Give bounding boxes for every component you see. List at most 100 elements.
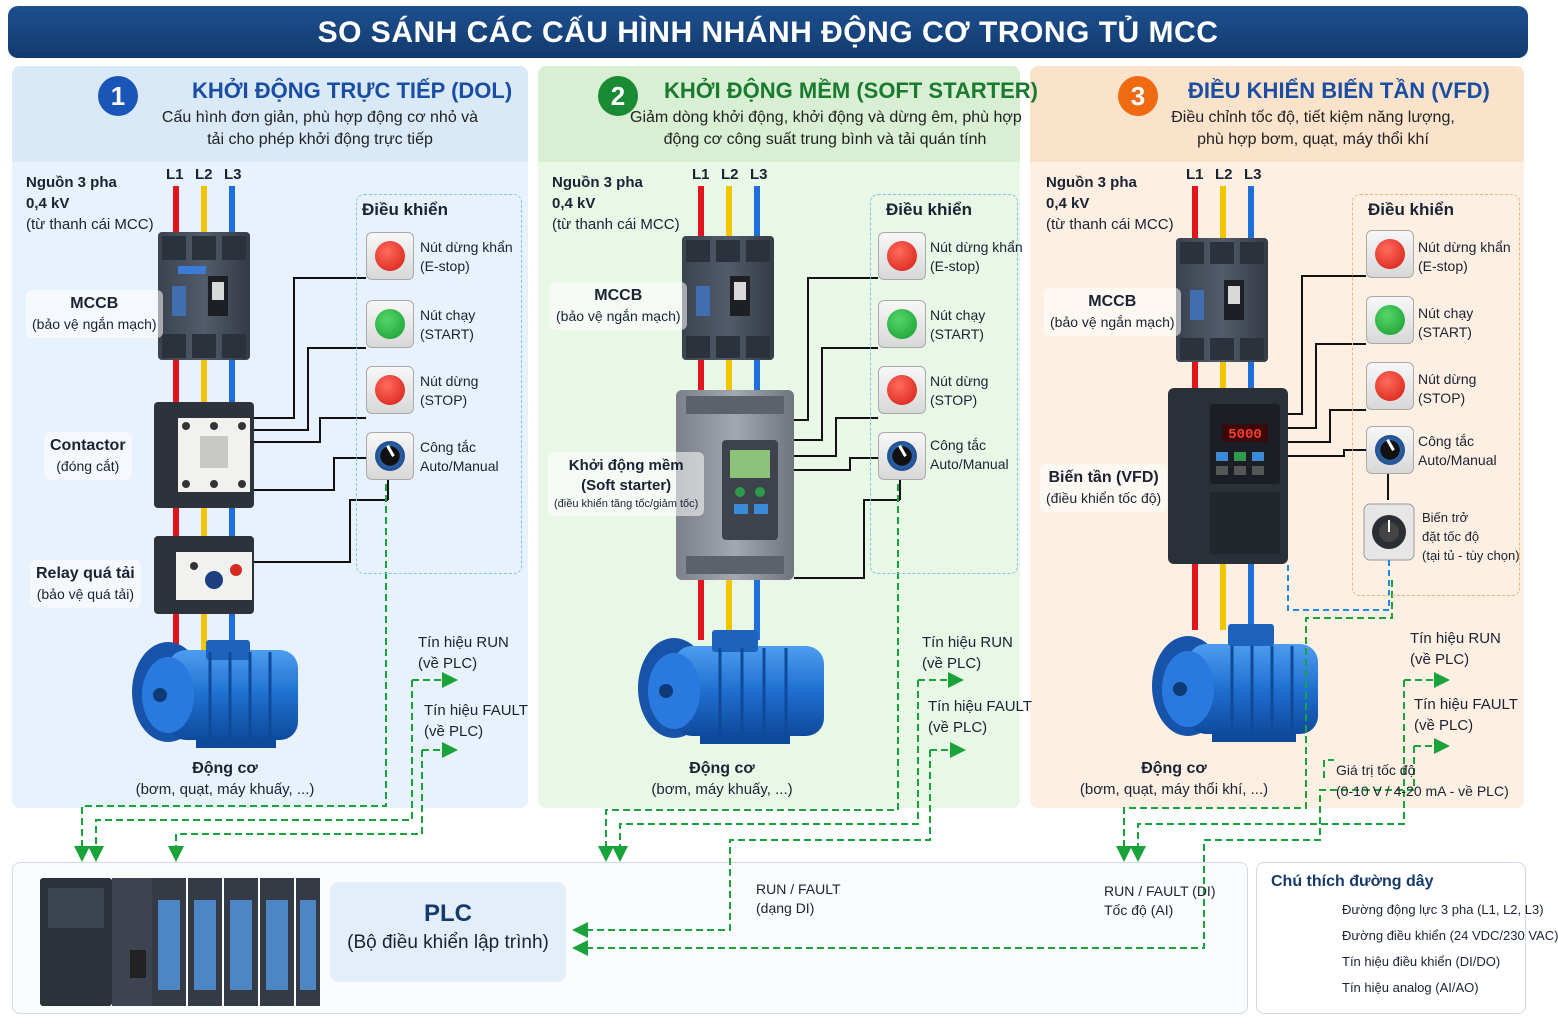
plc-note-soft-starter: RUN / FAULT(dạng DI) [756,881,841,916]
signal-lines-dol [74,484,458,862]
dol-stop-label: Nút dừng(STOP) [420,373,479,408]
dol-source-label: Nguồn 3 pha [26,174,117,191]
dol-phase-l1: L1 [166,166,184,183]
panel-2-desc-1: Giảm dòng khởi động, khởi động và dừng ê… [630,109,1022,126]
soft-starter-control-lines [794,277,901,579]
ss-selector-switch[interactable] [878,432,926,480]
vfd-speed-signal-label: Giá trị tốc độ(0-10 V / 4-20 mA - về PLC… [1336,762,1509,799]
vfd-selector-switch[interactable] [1366,426,1414,474]
selector-switch-icon [1375,435,1405,465]
dol-control-title: Điều khiển [362,200,448,219]
ss-control-title: Điều khiển [886,200,972,219]
vfd-phase-l1: L1 [1186,166,1204,183]
panel-1-title: KHỞI ĐỘNG TRỰC TIẾP (DOL) [192,78,513,103]
dol-overload-relay-device [154,536,254,614]
dol-mccb-label: MCCB(bảo vệ ngắn mạch) [26,290,163,338]
dol-mccb-sub: (bảo vệ ngắn mạch) [32,316,157,332]
legend-item-signal: Tín hiệu điều khiển (DI/DO) [1342,954,1501,969]
legend-item-power: Đường động lực 3 pha (L1, L2, L3) [1342,902,1544,917]
dol-estop-button[interactable] [366,232,414,280]
panel-3-number: 3 [1118,76,1158,116]
dol-control-box [356,194,522,574]
ss-mccb-label: MCCB (bảo vệ ngắn mạch) [550,282,687,330]
ss-phase-l3: L3 [750,166,768,183]
vfd-drive-sub: (điều khiển tốc độ) [1046,490,1162,506]
page-title: SO SÁNH CÁC CẤU HÌNH NHÁNH ĐỘNG CƠ TRONG… [8,6,1528,58]
vfd-device [1168,388,1288,564]
ss-start-button[interactable] [878,300,926,348]
ss-start-label: Nút chạy(START) [930,307,986,342]
dol-control-lines [254,277,389,563]
ss-mccb-sub: (bảo vệ ngắn mạch) [556,308,681,324]
vfd-estop-button[interactable] [1366,230,1414,278]
ss-softstarter-title: Khởi động mềm [568,457,684,474]
ss-phase-l1: L1 [692,166,710,183]
ss-stop-label: Nút dừng(STOP) [930,373,989,408]
plc-label-box: PLC (Bộ điều khiển lập trình) [330,882,566,982]
start-button-icon [1375,305,1405,335]
vfd-stop-button[interactable] [1366,362,1414,410]
vfd-mccb-device [1176,238,1268,362]
vfd-source-label: Nguồn 3 pha [1046,174,1137,191]
ss-softstarter-label: Khởi động mềm (Soft starter) (điều khiển t… [548,452,705,516]
dol-source-origin: (từ thanh cái MCC) [26,216,154,233]
vfd-source-origin: (từ thanh cái MCC) [1046,216,1174,233]
vfd-run-signal-label: Tín hiệu RUN(về PLC) [1410,630,1501,668]
dol-stop-button[interactable] [366,366,414,414]
dol-contactor-sub: (đóng cắt) [56,458,120,474]
signal-lines-soft-starter [572,484,966,938]
ss-control-box [870,194,1018,574]
plc-title: PLC [424,900,472,927]
panel-2-desc-2: động cơ công suất trung bình và tải quán… [663,131,987,148]
vfd-phase-l2: L2 [1215,166,1233,183]
dol-contactor-title: Contactor [50,437,126,454]
panel-2-title: KHỞI ĐỘNG MỀM (SOFT STARTER) [664,78,1038,103]
vfd-mccb-sub: (bảo vệ ngắn mạch) [1050,314,1175,330]
vfd-control-box [1352,194,1520,596]
dol-start-label: Nút chạy(START) [420,307,476,342]
legend-item-control: Đường điều khiển (24 VDC/230 VAC) [1342,928,1558,943]
dol-fault-signal-label: Tín hiệu FAULT(về PLC) [424,702,528,740]
ss-mccb-title: MCCB [594,287,643,304]
ss-softstarter-sub: (điều khiển tăng tốc/giảm tốc) [554,498,699,510]
dol-start-button[interactable] [366,300,414,348]
dol-source-voltage: 0,4 kV [26,195,70,212]
estop-button-icon [1375,239,1405,269]
dol-estop-label: Nút dừng khẩn(E-stop) [420,239,513,274]
dol-run-signal-label: Tín hiệu RUN(về PLC) [418,634,509,672]
stop-button-icon [1375,371,1405,401]
vfd-drive-title: Biến tần (VFD) [1048,469,1159,486]
dol-mccb-device [158,232,250,360]
dol-contactor-label: Contactor (đóng cắt) [44,432,132,480]
ss-estop-label: Nút dừng khẩn(E-stop) [930,239,1023,274]
ss-stop-button[interactable] [878,366,926,414]
vfd-start-button[interactable] [1366,296,1414,344]
ss-estop-button[interactable] [878,232,926,280]
dol-selector-switch[interactable] [366,432,414,480]
ss-softstarter-title-2: (Soft starter) [581,477,672,494]
plc-note-vfd: RUN / FAULT (DI)Tốc độ (AI) [1104,883,1216,918]
panel-3-title: ĐIỀU KHIỂN BIẾN TẦN (VFD) [1188,78,1490,103]
legend-title: Chú thích đường dây [1271,873,1434,890]
start-button-icon [375,309,405,339]
soft-starter-mccb-device [682,236,774,360]
panel-1-desc-2: tải cho phép khởi động trực tiếp [207,131,433,148]
plc-subtitle: (Bộ điều khiển lập trình) [347,932,549,953]
vfd-source-voltage: 0,4 kV [1046,195,1090,212]
panel-1-desc-1: Cấu hình đơn giản, phù hợp động cơ nhỏ v… [161,109,479,126]
dol-phase-l2: L2 [195,166,213,183]
vfd-fault-signal-label: Tín hiệu FAULT(về PLC) [1414,696,1518,734]
dol-phase-l3: L3 [224,166,242,183]
ss-motor-label: Động cơ(bơm, máy khuấy, ...) [651,760,793,798]
soft-starter-motor [638,630,824,744]
panel-2-number: 2 [598,76,638,116]
ss-source-voltage: 0,4 kV [552,195,596,212]
panel-dol-header [12,66,528,162]
plc-rack [40,878,320,1006]
ss-phase-l2: L2 [721,166,739,183]
vfd-start-label: Nút chạy(START) [1418,305,1474,340]
panel-1-number: 1 [98,76,138,116]
